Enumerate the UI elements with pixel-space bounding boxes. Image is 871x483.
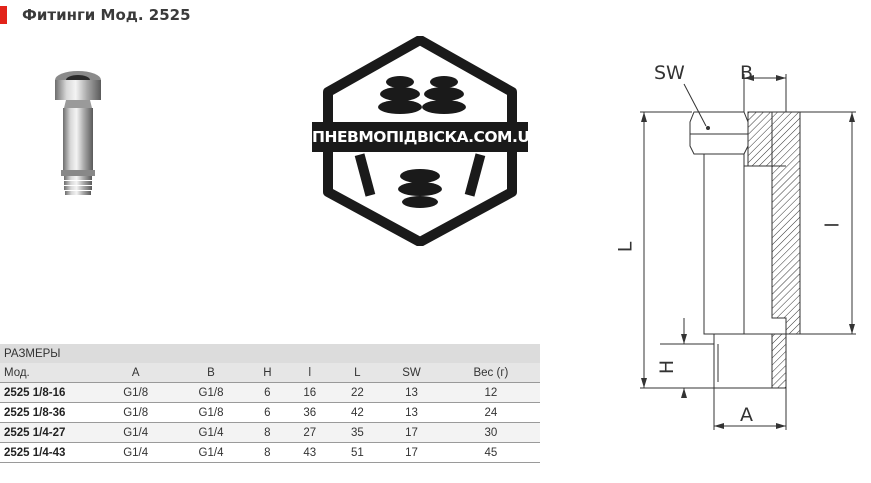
section-label: РАЗМЕРЫ <box>0 344 540 363</box>
table-cell: 2525 1/8-36 <box>0 402 98 423</box>
table-cell: 2525 1/4-43 <box>0 442 98 463</box>
column-header: L <box>333 363 382 383</box>
drawing-label-l-upper: L <box>614 241 637 253</box>
table-cell: G1/4 <box>173 422 249 443</box>
brand-logo: ПНЕВМОПІДВІСКА.COM.UA <box>312 35 541 247</box>
table-cell: 42 <box>333 402 382 423</box>
drawing-label-sw: SW <box>654 62 685 84</box>
table-cell: 12 <box>441 382 540 403</box>
product-photo <box>55 71 101 195</box>
table-cell: G1/4 <box>98 442 174 463</box>
drawing-label-h: H <box>656 359 679 375</box>
table-cell: 51 <box>333 442 382 463</box>
column-header: H <box>248 363 286 383</box>
table-cell: 8 <box>248 422 286 443</box>
table-cell: 22 <box>333 382 382 403</box>
table-column-header: Мод. A B H l L SW Вес (г) <box>0 363 540 383</box>
table-row: 2525 1/8-36 G1/8 G1/8 6 36 42 13 24 <box>0 402 540 423</box>
table-cell: 24 <box>441 402 540 423</box>
table-cell: G1/8 <box>98 402 174 423</box>
column-header: Вес (г) <box>441 363 540 383</box>
table-cell: G1/8 <box>173 402 249 423</box>
table-cell: 6 <box>248 382 286 403</box>
table-row: 2525 1/4-27 G1/4 G1/4 8 27 35 17 30 <box>0 422 540 443</box>
table-cell: G1/4 <box>98 422 174 443</box>
table-cell: G1/8 <box>98 382 174 403</box>
table-cell: 2525 1/4-27 <box>0 422 98 443</box>
table-cell: G1/8 <box>173 382 249 403</box>
specs-table: РАЗМЕРЫ Мод. A B H l L SW Вес (г) 2525 1… <box>0 344 540 463</box>
table-cell: 8 <box>248 442 286 463</box>
drawing-label-b: B <box>740 62 754 84</box>
table-cell: 36 <box>286 402 334 423</box>
table-cell: 43 <box>286 442 334 463</box>
table-cell: 2525 1/8-16 <box>0 382 98 403</box>
drawing-label-l-lower: l <box>821 222 844 228</box>
table-cell: G1/4 <box>173 442 249 463</box>
table-section-header: РАЗМЕРЫ <box>0 344 540 363</box>
table-cell: 17 <box>381 442 442 463</box>
table-cell: 27 <box>286 422 334 443</box>
column-header: A <box>98 363 174 383</box>
technical-drawing <box>640 74 856 430</box>
table-cell: 35 <box>333 422 382 443</box>
table-row: 2525 1/8-16 G1/8 G1/8 6 16 22 13 12 <box>0 382 540 403</box>
table-row: 2525 1/4-43 G1/4 G1/4 8 43 51 17 45 <box>0 442 540 463</box>
table-cell: 13 <box>381 382 442 403</box>
table-cell: 17 <box>381 422 442 443</box>
title-accent-bar <box>0 6 7 24</box>
logo-text: ПНЕВМОПІДВІСКА.COM.UA <box>312 128 541 146</box>
column-header: SW <box>381 363 442 383</box>
column-header: B <box>173 363 249 383</box>
table-cell: 13 <box>381 402 442 423</box>
table-cell: 30 <box>441 422 540 443</box>
drawing-label-a: A <box>740 404 753 426</box>
page-title: Фитинги Мод. 2525 <box>22 6 191 24</box>
table-cell: 45 <box>441 442 540 463</box>
table-cell: 16 <box>286 382 334 403</box>
table-cell: 6 <box>248 402 286 423</box>
column-header: Мод. <box>0 363 98 383</box>
column-header: l <box>286 363 334 383</box>
